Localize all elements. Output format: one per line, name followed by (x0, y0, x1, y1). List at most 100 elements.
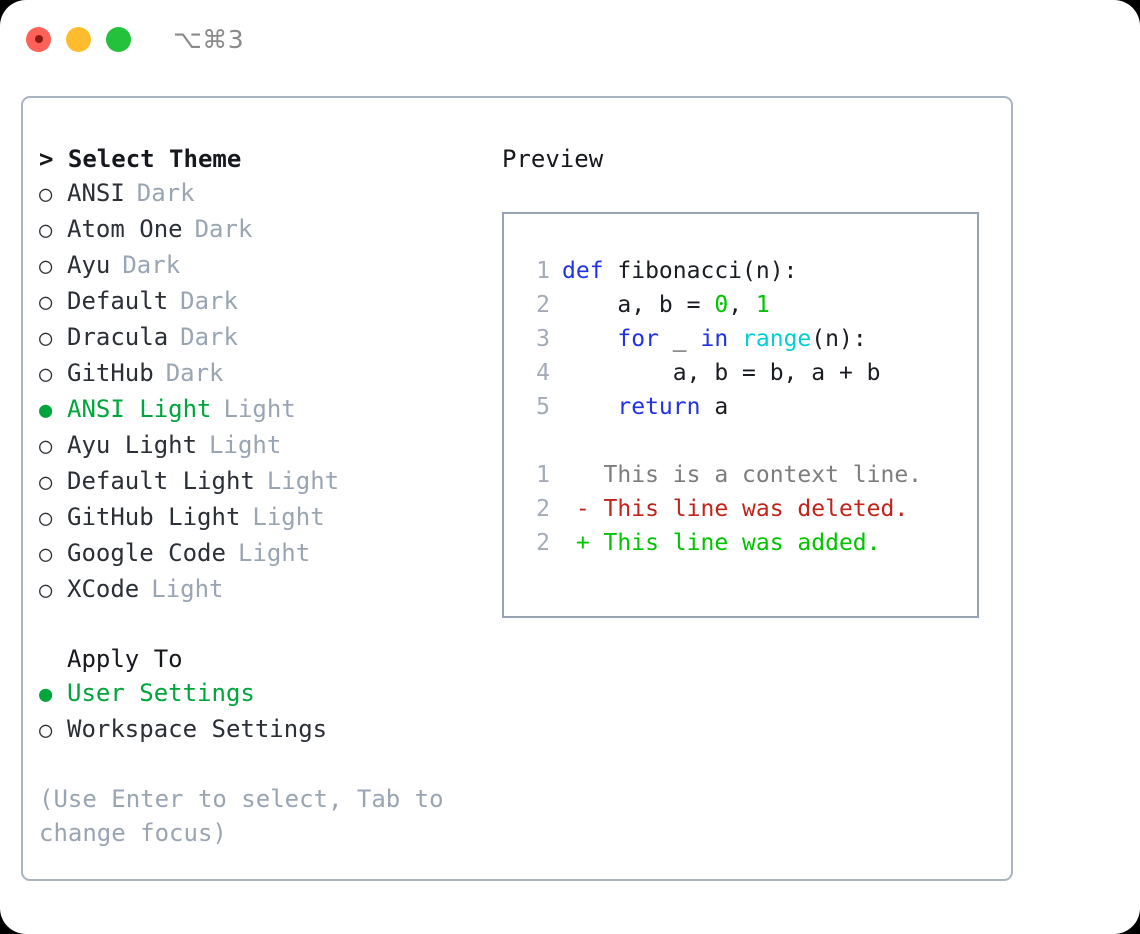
apply-to-option-user-settings[interactable]: ● User Settings (39, 676, 494, 712)
theme-option-github[interactable]: ○ GitHub Dark (39, 356, 494, 392)
apply-to-option-list: ● User Settings ○ Workspace Settings (39, 676, 494, 748)
diff-line-text-ctx: This is a context line. (562, 462, 923, 488)
line-number: 2 (536, 292, 550, 318)
code-line: 1 def fibonacci(n): (524, 254, 977, 288)
diff-line-text-add: + This line was added. (562, 530, 881, 556)
close-button[interactable] (26, 26, 51, 52)
radio-unselected-icon: ○ (39, 434, 53, 459)
theme-option-category: Dark (122, 251, 181, 279)
theme-option-label: Default (67, 287, 169, 315)
code-diff-gap (524, 424, 977, 458)
theme-option-xcode[interactable]: ○ XCode Light (39, 572, 494, 608)
keyboard-shortcut-label: ⌥⌘3 (173, 24, 245, 54)
diff-line: 2 + This line was added. (524, 526, 977, 560)
theme-option-default-light[interactable]: ○ Default Light Light (39, 464, 494, 500)
line-number: 5 (536, 394, 550, 420)
theme-option-label: Default Light (67, 467, 255, 495)
code-line-text: a, b = b, a + b (562, 356, 881, 390)
code-token-pl (562, 326, 617, 352)
theme-option-category: Dark (194, 215, 253, 243)
theme-option-label: Atom One (67, 215, 183, 243)
radio-unselected-icon: ○ (39, 470, 53, 495)
radio-selected-icon: ● (39, 398, 53, 423)
theme-option-category: Dark (165, 359, 224, 387)
code-line-text: def fibonacci(n): (562, 254, 797, 288)
radio-unselected-icon: ○ (39, 254, 53, 279)
theme-option-category: Light (151, 575, 224, 603)
code-token-pl (728, 326, 742, 352)
code-token-num: 1 (755, 292, 770, 318)
code-token-pl: , (728, 292, 756, 318)
apply-to-option-label: User Settings (67, 679, 255, 707)
line-number: 3 (536, 326, 550, 352)
theme-option-category: Light (266, 467, 340, 495)
preview-heading: Preview (502, 145, 604, 173)
radio-selected-icon: ● (39, 682, 53, 707)
line-number: 1 (536, 258, 550, 284)
code-line: 4 a, b = b, a + b (524, 356, 977, 390)
theme-option-ayu[interactable]: ○ Ayu Dark (39, 248, 494, 284)
code-token-kw: def (562, 258, 618, 284)
code-line: 5 return a (524, 390, 977, 424)
section-spacer (39, 608, 494, 642)
theme-option-label: ANSI Light (67, 395, 212, 423)
theme-option-ansi-light[interactable]: ● ANSI Light Light (39, 392, 494, 428)
theme-option-atom-one[interactable]: ○ Atom One Dark (39, 212, 494, 248)
theme-option-category: Light (223, 395, 296, 423)
diff-line-text-del: - This line was deleted. (562, 496, 909, 522)
line-number: 1 (536, 462, 550, 488)
apply-to-option-label: Workspace Settings (67, 715, 328, 743)
theme-option-label: XCode (67, 575, 140, 603)
minimize-button[interactable] (66, 26, 91, 52)
code-token-fn: range (742, 326, 812, 352)
line-number: 2 (536, 530, 550, 556)
diff-line: 2 - This line was deleted. (524, 492, 977, 526)
zoom-button[interactable] (106, 26, 131, 52)
theme-option-label: Ayu (67, 251, 111, 279)
window-titlebar: ⌥⌘3 (0, 0, 1140, 78)
radio-unselected-icon: ○ (39, 326, 53, 351)
code-token-kw: for (617, 326, 659, 352)
keyboard-hint-text: (Use Enter to select, Tab to change focu… (39, 785, 444, 847)
radio-unselected-icon: ○ (39, 362, 53, 387)
code-token-pl: a, b = b, a + b (562, 360, 881, 386)
code-token-pl: a (700, 394, 729, 420)
theme-option-category: Dark (180, 323, 238, 351)
theme-option-label: GitHub (67, 359, 154, 387)
code-token-pl (562, 394, 617, 420)
diff-line: 1 This is a context line. (524, 458, 977, 492)
line-number: 2 (536, 496, 550, 522)
apply-to-option-workspace-settings[interactable]: ○ Workspace Settings (39, 712, 494, 748)
select-theme-heading: > Select Theme (39, 145, 242, 173)
code-line-text: for _ in range(n): (562, 322, 866, 356)
theme-option-category: Light (237, 539, 311, 567)
radio-unselected-icon: ○ (39, 542, 53, 567)
code-token-kw: in (700, 326, 729, 352)
code-token-pl: fibonacci(n): (617, 258, 798, 284)
theme-option-category: Light (252, 503, 325, 531)
apply-to-heading: Apply To (67, 645, 183, 673)
radio-unselected-icon: ○ (39, 718, 53, 743)
code-token-kw: return (617, 394, 701, 420)
radio-unselected-icon: ○ (39, 218, 53, 243)
radio-unselected-icon: ○ (39, 578, 53, 603)
radio-unselected-icon: ○ (39, 182, 53, 207)
theme-option-category: Light (209, 431, 282, 459)
code-token-pl: _ (658, 326, 701, 352)
theme-option-category: Dark (180, 287, 238, 315)
code-line: 3 for _ in range(n): (524, 322, 977, 356)
code-line-text: a, b = 0, 1 (562, 288, 770, 322)
